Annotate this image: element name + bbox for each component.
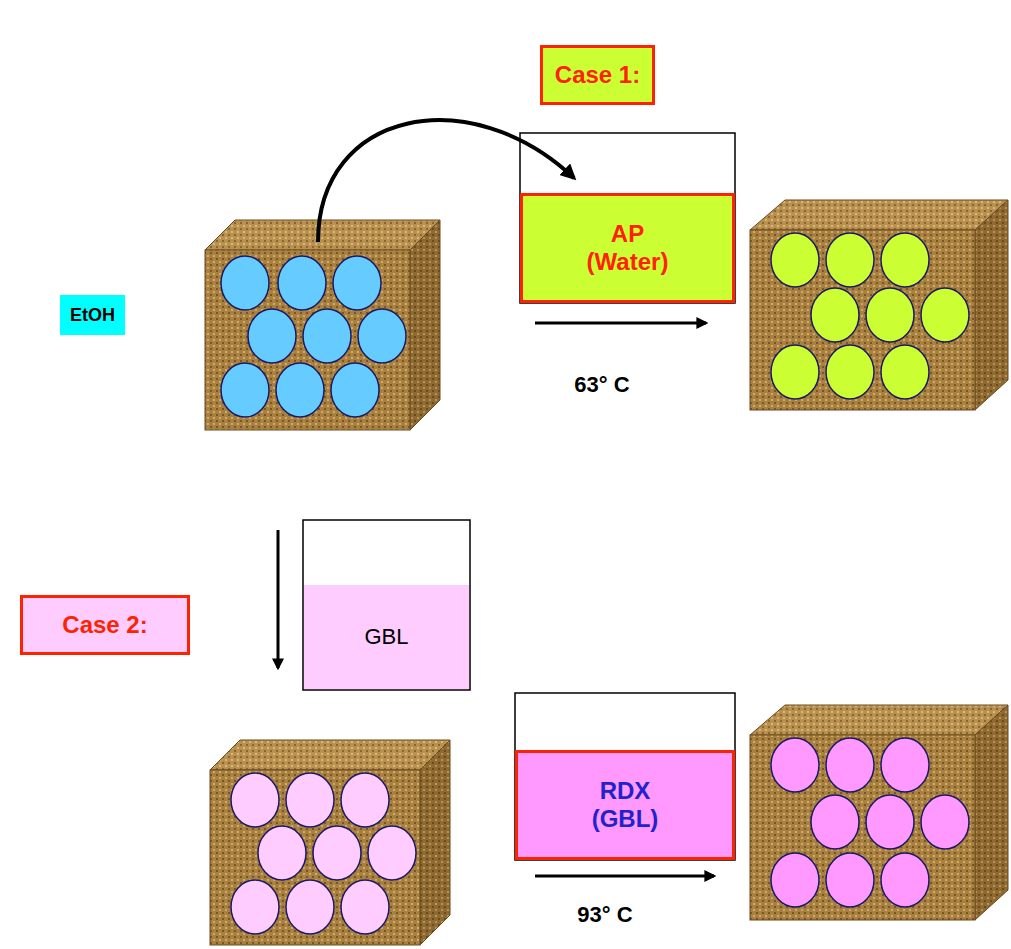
solvent-fill: GBL	[304, 585, 469, 689]
block-side	[420, 740, 450, 945]
pore	[811, 795, 859, 849]
pore	[286, 773, 334, 827]
pore	[881, 345, 929, 399]
pore	[811, 288, 859, 342]
node-text: RDX (GBL)	[570, 777, 680, 832]
porous-block	[210, 740, 450, 945]
pore	[286, 880, 334, 934]
solution-fill: RDX (GBL)	[515, 750, 735, 860]
pore	[341, 880, 389, 934]
pore	[881, 853, 929, 907]
block-side	[975, 705, 1008, 920]
heating-arrow	[535, 322, 706, 325]
pore	[771, 345, 819, 399]
block-side	[975, 200, 1008, 410]
node-text: AP (Water)	[573, 220, 683, 275]
pore	[921, 288, 969, 342]
pore	[826, 345, 874, 399]
porous-block	[750, 705, 1008, 920]
pore	[866, 288, 914, 342]
block-front	[210, 770, 420, 945]
pore	[278, 256, 326, 310]
pore	[358, 309, 406, 363]
node-text: Case 1:	[555, 61, 640, 89]
block-top	[750, 705, 1008, 735]
pore	[921, 795, 969, 849]
block-side	[410, 220, 440, 430]
pore	[341, 773, 389, 827]
immersion-arrow	[277, 530, 280, 668]
node-text: EtOH	[70, 305, 115, 326]
temperature-label: 63° C	[574, 372, 629, 398]
node-text: GBL	[364, 624, 408, 649]
beaker-outline	[515, 693, 735, 860]
block-top	[210, 740, 450, 770]
pore	[826, 738, 874, 792]
pore	[248, 309, 296, 363]
block-top	[205, 220, 440, 250]
pore	[771, 853, 819, 907]
solution-fill: AP (Water)	[520, 193, 735, 303]
pore	[881, 233, 929, 287]
block-top	[750, 200, 1008, 230]
pore	[258, 826, 306, 880]
pore	[771, 233, 819, 287]
pore	[221, 256, 269, 310]
block-front	[750, 230, 975, 410]
pore	[368, 826, 416, 880]
pore	[771, 738, 819, 792]
pore	[313, 826, 361, 880]
beaker-outline	[303, 520, 470, 690]
porous-block	[205, 220, 440, 430]
pore	[826, 233, 874, 287]
block-front	[205, 250, 410, 430]
solvent-tag: EtOH	[60, 295, 125, 335]
pore	[333, 256, 381, 310]
case-heading: Case 2:	[20, 595, 190, 655]
porous-block	[750, 200, 1008, 410]
node-text: Case 2:	[62, 611, 147, 639]
pore	[866, 795, 914, 849]
pore	[276, 363, 324, 417]
pore	[826, 853, 874, 907]
case-heading: Case 1:	[540, 45, 655, 105]
temperature-label: 93° C	[577, 902, 632, 928]
pore	[231, 773, 279, 827]
pore	[303, 309, 351, 363]
heating-arrow	[535, 875, 714, 878]
pore	[221, 363, 269, 417]
pore	[881, 738, 929, 792]
block-front	[750, 735, 975, 920]
pore	[231, 880, 279, 934]
pore	[331, 363, 379, 417]
